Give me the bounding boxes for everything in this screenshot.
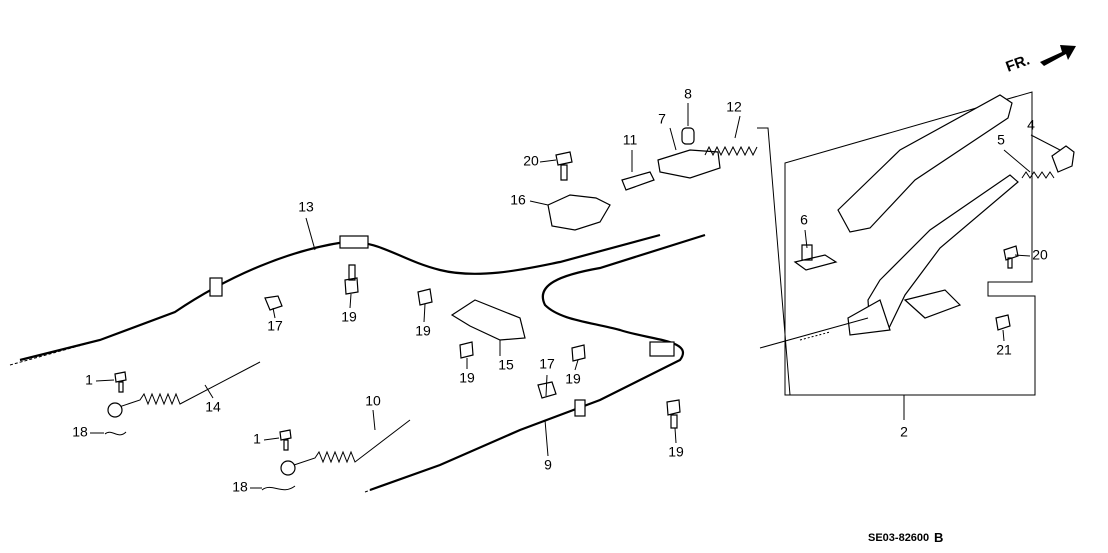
bolt-19-a xyxy=(344,264,359,295)
front-arrow-icon xyxy=(1040,45,1076,66)
callout-19: 19 xyxy=(668,444,684,460)
bolt-19-b xyxy=(417,288,433,306)
callout-2: 2 xyxy=(900,424,908,440)
callout-20: 20 xyxy=(1032,247,1048,263)
callout-1: 1 xyxy=(253,431,261,447)
front-label: FR. xyxy=(1004,52,1033,76)
parking-brake-switch xyxy=(793,244,838,271)
nut-17-left xyxy=(264,295,283,311)
clip-18-upper xyxy=(104,431,127,436)
equalizer xyxy=(657,149,721,179)
bolt-19-e xyxy=(666,399,681,429)
bolt-19-c xyxy=(459,341,474,359)
front-direction-indicator: FR. xyxy=(1004,45,1076,76)
callout-13: 13 xyxy=(298,199,314,215)
callout-labels: 1 1 2 4 5 6 7 8 9 10 11 12 13 14 15 16 1… xyxy=(72,86,1048,495)
release-button xyxy=(1051,145,1075,173)
lever-assembly-bracket xyxy=(757,91,1036,420)
callout-18: 18 xyxy=(232,479,248,495)
button-spring xyxy=(1021,171,1055,179)
cable-13 xyxy=(9,233,661,366)
callout-19: 19 xyxy=(415,323,431,339)
callout-1: 1 xyxy=(85,372,93,388)
bolt-21 xyxy=(995,314,1011,331)
cable-9 xyxy=(364,233,706,493)
callout-14: 14 xyxy=(205,399,221,415)
callout-12: 12 xyxy=(726,99,742,115)
cable-guide xyxy=(547,194,611,231)
callout-19: 19 xyxy=(459,370,475,386)
clip-18-lower xyxy=(261,485,296,491)
callout-9: 9 xyxy=(544,457,552,473)
nut-17-center xyxy=(537,381,557,399)
leader-lines xyxy=(90,103,1061,489)
callout-20: 20 xyxy=(523,153,539,169)
callout-15: 15 xyxy=(498,357,514,373)
equalizer-bushing xyxy=(681,127,695,145)
diagram-code: SE03-82600 xyxy=(868,532,929,544)
callout-19: 19 xyxy=(341,309,357,325)
bolt-1-upper xyxy=(114,371,127,393)
callout-16: 16 xyxy=(510,192,526,208)
diagram-revision: B xyxy=(934,530,943,545)
callout-8: 8 xyxy=(684,86,692,102)
callout-19: 19 xyxy=(565,371,581,387)
callout-7: 7 xyxy=(658,111,666,127)
callout-18: 18 xyxy=(72,424,88,440)
callout-4: 4 xyxy=(1027,117,1035,133)
cable-bracket xyxy=(450,299,526,341)
callout-5: 5 xyxy=(997,132,1005,148)
callout-6: 6 xyxy=(800,212,808,228)
adjuster-spring xyxy=(704,145,758,157)
parking-brake-lever xyxy=(759,94,1019,349)
callout-21: 21 xyxy=(996,342,1012,358)
bolt-1-lower xyxy=(279,429,292,451)
callout-11: 11 xyxy=(623,132,638,148)
callout-10: 10 xyxy=(365,393,381,409)
cable-14 xyxy=(107,361,261,418)
callout-17: 17 xyxy=(267,318,283,334)
bolt-20-top xyxy=(555,151,573,181)
bolt-20-right xyxy=(1003,245,1019,269)
cable-10 xyxy=(280,419,411,476)
adjusting-nut xyxy=(621,171,655,191)
callout-17: 17 xyxy=(539,356,555,372)
bolt-19-d xyxy=(571,344,586,362)
